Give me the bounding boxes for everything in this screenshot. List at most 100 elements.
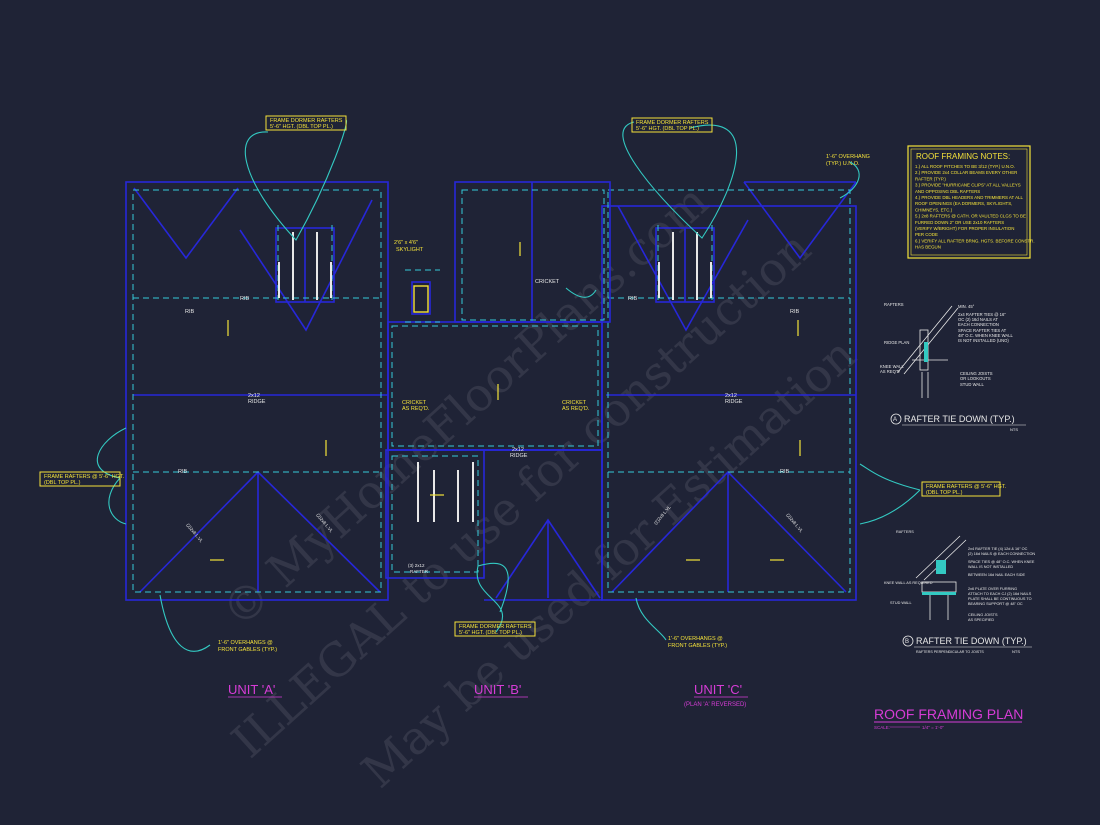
skylight-frame bbox=[411, 281, 431, 315]
scale-value: 1/4" = 1'-0" bbox=[922, 725, 944, 730]
detail-a-title: RAFTER TIE DOWN (TYP.) bbox=[904, 414, 1015, 424]
unit-b-ridge-size: 2x12 bbox=[512, 447, 524, 453]
plan-labels: 2x12 RIDGE 2x12 RIDGE 2x12 RIDGE RIB RIB… bbox=[178, 154, 870, 653]
detail-a: RAFTERS MIN. 45° 2x4 RAFTER TIES @ 16"OC (… bbox=[880, 302, 1026, 432]
detail-a-note-10: AS REQ'D bbox=[880, 369, 900, 374]
skylight bbox=[413, 285, 429, 313]
detail-b-subtitle: RAFTERS PERPENDICULAR TO JOISTS bbox=[916, 650, 984, 654]
detail-b-note-6: 2x6 PLATE OVER FURRING bbox=[968, 587, 1017, 591]
unit-a-valley-left: (2)2x8 L.VL bbox=[185, 522, 204, 543]
unit-c-back-gable-left bbox=[617, 205, 749, 332]
detail-b-letter: B bbox=[905, 639, 909, 645]
note-line-1: 2.) PROVIDE 2x4 COLLAR BEAMS EVERY OTHER bbox=[915, 170, 1017, 175]
detail-b-note-9: BEARING SUPPORT @ 48" OC bbox=[968, 602, 1023, 606]
note-line-13: HAS BEGUN bbox=[915, 245, 941, 250]
detail-a-note-9: KNEE WALL bbox=[880, 364, 904, 369]
drawing-title-block: ROOF FRAMING PLAN SCALE: 1/4" = 1'-0" bbox=[874, 706, 1023, 730]
cricket-left-2: AS REQ'D. bbox=[402, 406, 430, 412]
note-line-8: 5.) 2x8 RAFTERS @ CATH. OR VAULTED CLGS … bbox=[915, 214, 1026, 219]
callout-rafters-left bbox=[39, 471, 121, 487]
note-line-11: PER CODE bbox=[915, 232, 938, 237]
detail-a-note-1: MIN. 45° bbox=[958, 304, 975, 309]
cricket-right-1: CRICKET bbox=[562, 400, 587, 406]
detail-b-note-7: ATTACH TO EACH CJ (2) 16d NAILS bbox=[968, 592, 1032, 596]
cricket-right-2: AS REQ'D. bbox=[562, 406, 590, 412]
unit-c-posts bbox=[658, 232, 712, 300]
detail-b-nts: NTS bbox=[1012, 649, 1020, 654]
overhang-top-1: 1'-6" OVERHANG bbox=[826, 154, 870, 160]
skylight-label: SKYLIGHT bbox=[396, 247, 424, 253]
cricket-label: CRICKET bbox=[535, 279, 560, 285]
notes-list: 1.) ALL ROOF PITCHES TO BE 3/12 (TYP.) U… bbox=[915, 164, 1035, 250]
callout-rafters-left-line1: FRAME RAFTERS @ 5'-6" HGT. bbox=[44, 474, 125, 480]
unit-c-ridge-label: RIDGE bbox=[725, 399, 743, 405]
callout-dormer-a bbox=[265, 115, 347, 131]
unit-b-roof bbox=[385, 181, 611, 601]
unit-a-roof bbox=[125, 181, 389, 601]
beam-label: RAFTER bbox=[410, 569, 429, 574]
detail-b-note-4: WALL IS NOT INSTALLED bbox=[968, 565, 1013, 569]
detail-a-note-2: 2x4 RAFTER TIES @ 16" bbox=[958, 312, 1006, 317]
leader-lines bbox=[97, 119, 921, 652]
note-line-2: RAFTER (TYP.) bbox=[915, 176, 946, 181]
unit-c-rib-top: RIB bbox=[628, 296, 638, 302]
note-line-7: CHIMNEYS, ETC.) bbox=[915, 207, 953, 212]
unit-a-label: UNIT 'A' bbox=[228, 682, 275, 697]
detail-a-note-0: RAFTERS bbox=[884, 302, 904, 307]
detail-a-note-6: 48" O.C. WHEN KNEE WALL bbox=[958, 333, 1014, 338]
callout-dormer-b bbox=[454, 621, 536, 637]
note-line-9: FURRED DOWN 2" OR USE 2x10 RAFTERS bbox=[915, 220, 1004, 225]
note-line-4: AND OPPOSING DBL RAFTERS bbox=[915, 189, 980, 194]
detail-a-note-7: IS NOT INSTALLED (UNO) bbox=[958, 338, 1009, 343]
unit-a-rib-top: RIB bbox=[185, 309, 195, 315]
unit-c-valley-right: (2)2x8 L.VL bbox=[785, 512, 804, 533]
detail-a-note-3: OC (2) 16d NAILS AT bbox=[958, 317, 998, 322]
detail-a-note-11: CEILING JOISTS bbox=[960, 371, 993, 376]
detail-a-notes: RAFTERS MIN. 45° 2x4 RAFTER TIES @ 16"OC (… bbox=[880, 302, 1014, 387]
note-line-3: 3.) PROVIDE "HURRICANE CLIPS" AT ALL VAL… bbox=[915, 183, 1021, 188]
callout-rafters-left-line2: (DBL TOP PL.) bbox=[44, 480, 81, 486]
callout-rafters-right-line2: (DBL TOP PL.) bbox=[926, 490, 963, 496]
detail-b-note-10: KNEE WALL AS REQUIRED bbox=[884, 581, 933, 585]
detail-a-note-8: RIDGE PLAN bbox=[884, 340, 909, 345]
detail-b-marker bbox=[902, 635, 914, 647]
unit-c-back-gable-right bbox=[743, 181, 857, 260]
overhang-left-2: FRONT GABLES (TYP.) bbox=[218, 647, 277, 653]
note-line-5: 4.) PROVIDE DBL HEADERS AND TRIMMERS AT … bbox=[915, 195, 1023, 200]
callout-dormer-c bbox=[631, 117, 713, 133]
unit-a-back-gable-right bbox=[239, 199, 373, 332]
drawing-title: ROOF FRAMING PLAN bbox=[874, 706, 1023, 722]
callout-dormer-b-line2: 5'-6" HGT. (DBL TOP PL.) bbox=[459, 630, 522, 636]
callout-dormer-a-line1: FRAME DORMER RAFTERS bbox=[270, 118, 343, 124]
yellow-markers bbox=[210, 242, 801, 561]
note-line-12: 6.) VERIFY ALL RAFTER BRNG. HGTS. BEFORE… bbox=[915, 238, 1035, 243]
overhang-top-2: (TYP.) U.N.O. bbox=[826, 161, 860, 167]
detail-b-note-1: 2x4 RAFTER TIE (4) 12d & 16" OC bbox=[968, 547, 1028, 551]
detail-b-note-3: SPACE TIES @ 48" O.C. WHEN KNEE bbox=[968, 560, 1035, 564]
detail-b-note-2: (2) 16d NAILS @ EACH CONNECTION bbox=[968, 552, 1035, 556]
unit-c-sublabel: (PLAN 'A' REVERSED) bbox=[684, 702, 746, 708]
unit-a-posts bbox=[278, 232, 332, 300]
detail-b-note-5: BETWEEN 16d NAIL EACH SIDE bbox=[968, 573, 1026, 577]
unit-labels: UNIT 'A' UNIT 'B' UNIT 'C' (PLAN 'A' REV… bbox=[228, 682, 748, 708]
overhang-right-2: FRONT GABLES (TYP.) bbox=[668, 643, 727, 649]
detail-a-note-5: SPACE RAFTER TIES AT bbox=[958, 328, 1007, 333]
unit-a-rib-bottom: RIB bbox=[178, 469, 188, 475]
callout-rafters-right-line1: FRAME RAFTERS @ 5'-6" HGT. bbox=[926, 484, 1007, 490]
callout-dormer-b-line1: FRAME DORMER RAFTERS bbox=[459, 624, 532, 630]
watermark: © MyHomeFloorPlans.com ILLEGAL to use fo… bbox=[211, 174, 866, 799]
note-line-6: ROOF OPENINGS (EA DORMERS, SKYLIGHTS, bbox=[915, 201, 1012, 206]
unit-c-label: UNIT 'C' bbox=[694, 682, 742, 697]
detail-b-note-0: RAFTERS bbox=[896, 530, 914, 534]
callout-dormer-c-line2: 5'-6" HGT. (DBL TOP PL.) bbox=[636, 126, 699, 132]
unit-a-rib-mid: RIB bbox=[240, 296, 250, 302]
skylight-size: 2'6" x 4'6" bbox=[394, 240, 418, 246]
beam-size: (3) 2x12 bbox=[408, 563, 425, 568]
unit-a-ridge-label: RIDGE bbox=[248, 399, 266, 405]
detail-a-nts: NTS bbox=[1010, 427, 1018, 432]
detail-b-note-13: AS SPECIFIED bbox=[968, 618, 994, 622]
detail-b-note-12: CEILING JOISTS bbox=[968, 613, 998, 617]
unit-b-wall-lines bbox=[391, 189, 605, 573]
